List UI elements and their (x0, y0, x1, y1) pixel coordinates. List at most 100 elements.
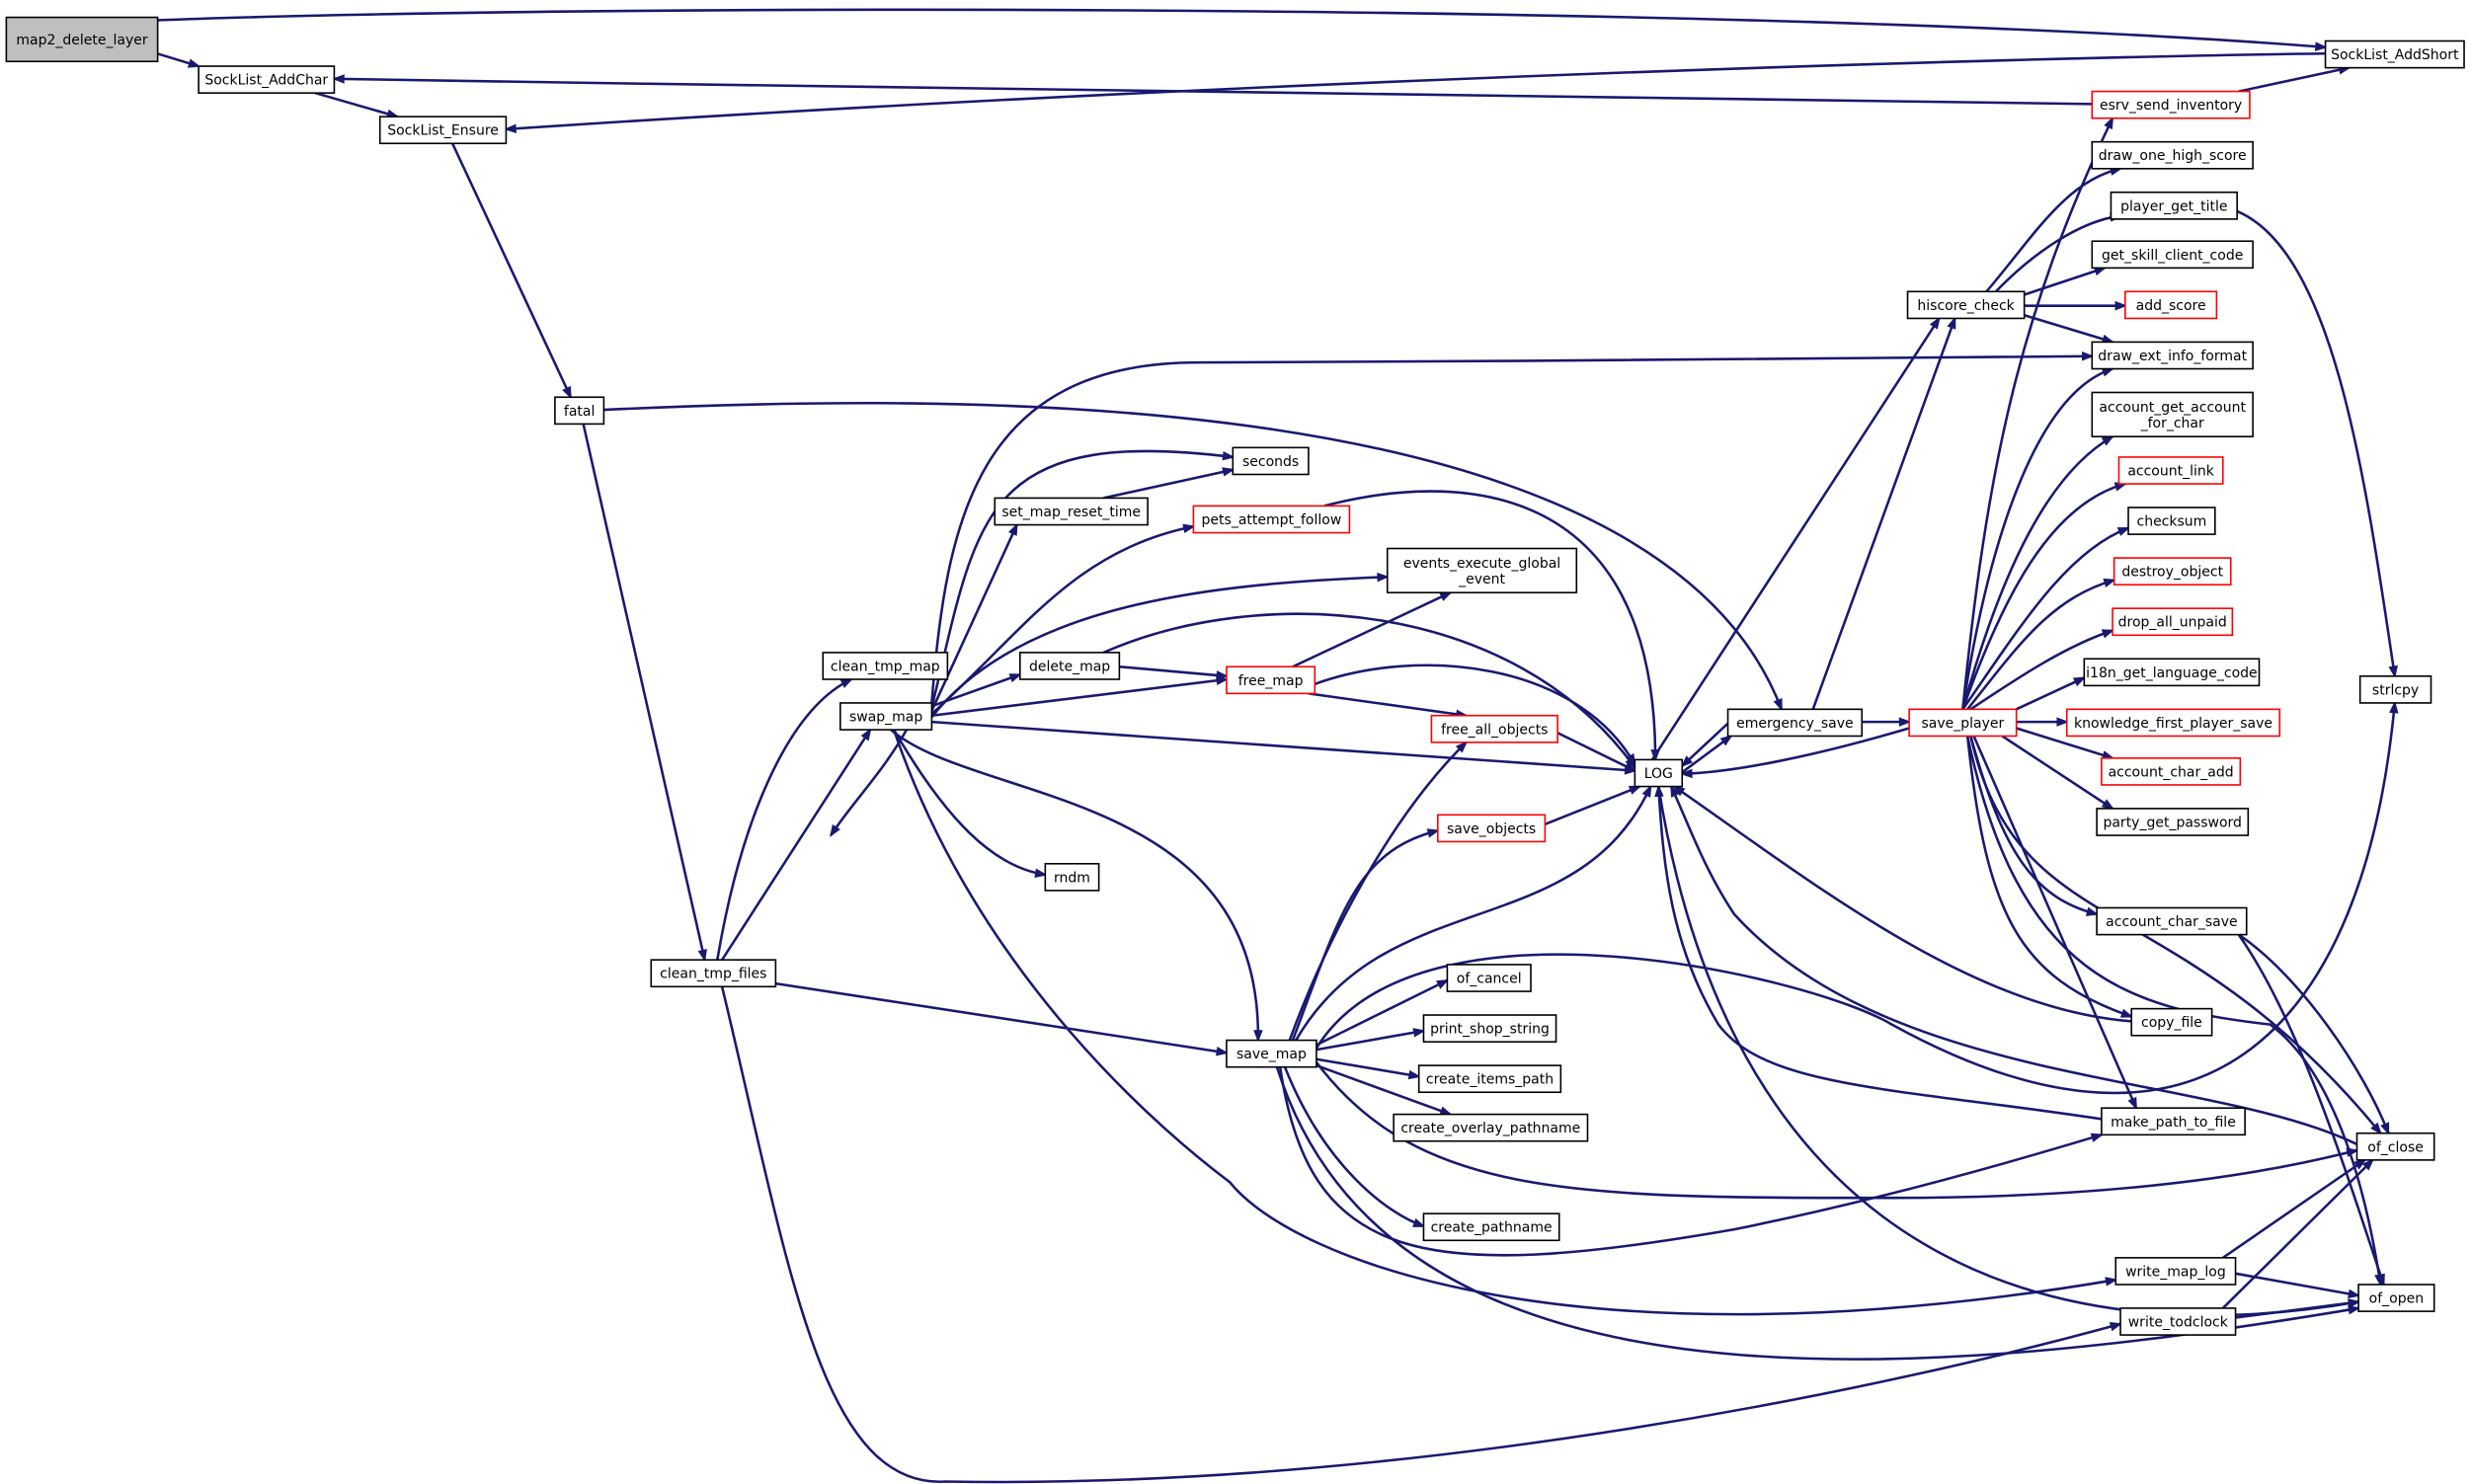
node-of_open[interactable]: of_open (2357, 1284, 2435, 1312)
graph-edges (125, 8, 2399, 1484)
node-box (1422, 1212, 1560, 1242)
node-pets_attempt_follow[interactable]: pets_attempt_follow (1192, 505, 1351, 534)
node-SockList_AddChar[interactable]: SockList_AddChar (198, 65, 336, 94)
node-box (650, 959, 777, 988)
node-free_all_objects[interactable]: free_all_objects (1430, 714, 1558, 743)
node-write_todclock[interactable]: write_todclock (2119, 1307, 2237, 1336)
node-i18n_get_language_code[interactable]: i18n_get_language_code (2083, 658, 2261, 687)
node-print_shop_string[interactable]: print_shop_string (1422, 1014, 1557, 1043)
node-account_char_save[interactable]: account_char_save (2096, 906, 2248, 936)
edge-line (1961, 367, 2113, 710)
edge-line (2024, 267, 2106, 296)
node-account_char_add[interactable]: account_char_add (2101, 757, 2242, 786)
edge-arrowhead (1008, 522, 1018, 536)
edge-write_map_log-to-of_close (2222, 1158, 2367, 1259)
node-box (2101, 757, 2242, 786)
edge-arrowhead (187, 58, 201, 68)
edge-arrowhead (2116, 526, 2131, 536)
edge-arrowhead (504, 123, 518, 133)
node-label: i18n_get_language_code (2086, 665, 2258, 681)
node-clean_tmp_map[interactable]: clean_tmp_map (822, 652, 949, 680)
edge-swap_map-to-draw_ext_info_format (930, 351, 2095, 704)
node-free_map[interactable]: free_map (1226, 665, 1316, 695)
edge-line (1314, 664, 1636, 765)
edge-arrowhead (2103, 578, 2116, 587)
edge-arrowhead (1407, 1069, 1421, 1080)
edge-SockList_AddChar-to-SockList_Ensure (314, 91, 400, 118)
edge-write_todclock-to-of_close (2221, 1158, 2375, 1309)
edge-line (892, 729, 2116, 1316)
edge-line (314, 91, 398, 118)
edge-line (1985, 167, 2121, 293)
node-emergency_save[interactable]: emergency_save (1726, 708, 1864, 738)
node-box (2113, 557, 2232, 586)
edge-arrowhead (1216, 1047, 1230, 1056)
node-label: swap_map (849, 710, 922, 726)
node-create_overlay_pathname[interactable]: create_overlay_pathname (1393, 1113, 1589, 1142)
node-create_pathname[interactable]: create_pathname (1422, 1212, 1560, 1242)
edge-arrowhead (1929, 316, 1941, 330)
node-account_link[interactable]: account_link (2117, 456, 2224, 485)
node-copy_file[interactable]: copy_file (2130, 1007, 2213, 1037)
edge-arrowhead (2348, 1289, 2361, 1299)
node-save_player[interactable]: save_player (1908, 708, 2018, 738)
edge-line (2221, 1158, 2374, 1309)
edge-arrowhead (1412, 1028, 1426, 1038)
node-knowledge_first_player_save[interactable]: knowledge_first_player_save (2065, 708, 2281, 738)
node-draw_one_high_score[interactable]: draw_one_high_score (2091, 140, 2254, 170)
node-hiscore_check[interactable]: hiscore_check (1906, 290, 2026, 320)
node-map2_delete_layer[interactable]: map2_delete_layer (5, 16, 159, 63)
edge-line (930, 354, 2093, 704)
node-label: of_close (2367, 1139, 2424, 1155)
node-label: pets_attempt_follow (1202, 512, 1342, 528)
node-of_close[interactable]: of_close (2355, 1132, 2435, 1161)
node-write_map_log[interactable]: write_map_log (2114, 1257, 2237, 1286)
node-delete_map[interactable]: delete_map (1019, 652, 1121, 680)
edge-free_all_objects-to-LOG (1556, 732, 1637, 772)
node-label: map2_delete_layer (16, 33, 147, 48)
edge-line (1308, 692, 1467, 717)
node-SockList_Ensure[interactable]: SockList_Ensure (378, 116, 508, 145)
node-save_map[interactable]: save_map (1226, 1039, 1317, 1068)
node-player_get_title[interactable]: player_get_title (2110, 191, 2238, 220)
edge-arrowhead (1222, 467, 1236, 477)
node-party_get_password[interactable]: party_get_password (2096, 808, 2250, 836)
edge-swap_map-to-free_map (931, 675, 1230, 717)
node-clean_tmp_files[interactable]: clean_tmp_files (650, 959, 777, 988)
node-esrv_send_inventory[interactable]: esrv_send_inventory (2091, 90, 2251, 119)
node-LOG[interactable]: LOG (1634, 758, 1684, 788)
node-events_execute_global_event[interactable]: events_execute_global_event (1386, 547, 1578, 594)
edge-line (1961, 117, 2114, 710)
node-save_objects[interactable]: save_objects (1437, 814, 1547, 843)
node-swap_map[interactable]: swap_map (839, 702, 933, 731)
node-seconds[interactable]: seconds (1232, 446, 1310, 476)
edge-line (890, 729, 1260, 1041)
node-draw_ext_info_format[interactable]: draw_ext_info_format (2091, 341, 2254, 370)
node-label: get_skill_client_code (2102, 248, 2243, 264)
edge-arrowhead (2109, 1322, 2123, 1332)
edge-copy_file-to-LOG (1672, 785, 2132, 1023)
node-label: create_overlay_pathname (1400, 1121, 1580, 1136)
node-account_get_account_for_char[interactable]: account_get_account_for_char (2091, 391, 2254, 437)
node-create_items_path[interactable]: create_items_path (1417, 1064, 1562, 1094)
edge-save_player-to-account_get_account_for_char (1961, 435, 2114, 710)
node-checksum[interactable]: checksum (2127, 507, 2216, 535)
node-make_path_to_file[interactable]: make_path_to_file (2101, 1107, 2246, 1136)
node-destroy_object[interactable]: destroy_object (2113, 557, 2232, 586)
node-fatal[interactable]: fatal (554, 396, 605, 426)
node-of_cancel[interactable]: of_cancel (1446, 964, 1532, 992)
node-box (2324, 39, 2465, 69)
node-box (2357, 1284, 2435, 1312)
node-drop_all_unpaid[interactable]: drop_all_unpaid (2112, 607, 2234, 637)
edge-line (1316, 978, 1448, 1047)
node-rndm[interactable]: rndm (1044, 862, 1100, 892)
node-SockList_AddShort[interactable]: SockList_AddShort (2324, 39, 2465, 69)
node-set_map_reset_time[interactable]: set_map_reset_time (994, 497, 1149, 526)
edge-arrowhead (2101, 799, 2114, 811)
edge-line (2236, 209, 2397, 676)
node-box (1019, 652, 1121, 680)
node-box (1044, 862, 1100, 892)
node-strlcpy[interactable]: strlcpy (2358, 675, 2432, 704)
node-get_skill_client_code[interactable]: get_skill_client_code (2091, 240, 2254, 270)
node-add_score[interactable]: add_score (2124, 290, 2218, 320)
